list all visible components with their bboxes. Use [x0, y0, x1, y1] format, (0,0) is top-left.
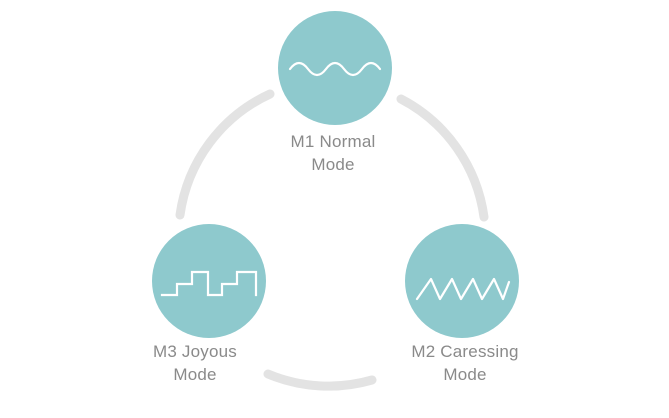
- mode-label-m1: M1 Normal Mode: [253, 130, 413, 176]
- mode-label-m2-line2: Mode: [443, 365, 487, 384]
- mode-label-m2-line1: M2 Caressing: [411, 342, 519, 361]
- sine-wave-icon: [288, 61, 382, 77]
- mode-label-m1-line1: M1 Normal: [290, 132, 376, 151]
- mode-circle-m2: [405, 224, 519, 338]
- mode-label-m2: M2 Caressing Mode: [385, 340, 545, 386]
- mode-label-m3-line2: Mode: [173, 365, 217, 384]
- zigzag-wave-icon: [415, 277, 511, 301]
- mode-label-m3-line1: M3 Joyous: [152, 342, 237, 361]
- mode-label-m3: M3 Joyous Mode: [115, 340, 275, 386]
- ring-arc-m2-m3: [263, 369, 377, 391]
- mode-label-m1-line2: Mode: [311, 155, 355, 174]
- mode-node-m3: [152, 224, 266, 338]
- ring-arc-m1-m2: [396, 94, 489, 222]
- step-wave-icon: [160, 270, 258, 297]
- mode-node-m2: [405, 224, 519, 338]
- mode-node-m1: [278, 11, 392, 125]
- ring-arc-m3-m1: [175, 89, 275, 220]
- mode-circle-m1: [278, 11, 392, 125]
- cycle-ring: [175, 89, 489, 391]
